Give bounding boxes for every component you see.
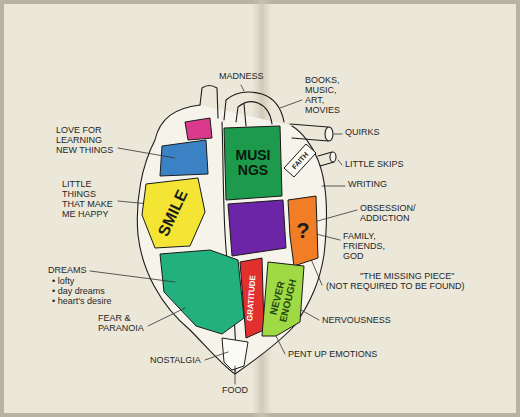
aortic-arch-inner bbox=[236, 102, 272, 124]
callout-label: LOVE FOR LEARNING NEW THINGS bbox=[56, 126, 118, 156]
callout-anchor: QUIRKS bbox=[345, 128, 380, 138]
aortic-arch bbox=[224, 92, 284, 122]
callout-label: DREAMS bbox=[48, 266, 87, 276]
leader-line bbox=[148, 308, 185, 326]
callout-label: NERVOUSNESS bbox=[322, 316, 391, 326]
callout-anchor: BOOKS, MUSIC, ART, MOVIES bbox=[305, 76, 351, 116]
callout-label: • heart's desire bbox=[52, 297, 111, 307]
heart-region: ? bbox=[288, 196, 318, 266]
leader-line bbox=[205, 352, 228, 360]
callout-anchor: FAMILY, FRIENDS, GOD bbox=[343, 232, 393, 262]
callout-anchor: DREAMS bbox=[48, 266, 87, 276]
region-fill bbox=[224, 126, 282, 200]
region-label: MUSINGS bbox=[236, 148, 271, 177]
callout-label: LITTLE SKIPS bbox=[345, 160, 404, 170]
callout-label: "THE MISSING PIECE" (NOT REQUIRED TO BE … bbox=[326, 272, 474, 292]
region-fill bbox=[262, 262, 304, 336]
callout-anchor: LITTLE SKIPS bbox=[345, 160, 404, 170]
callout-label: FEAR & PARANOIA bbox=[98, 314, 148, 334]
callout-anchor: NERVOUSNESS bbox=[322, 316, 391, 326]
vessel-opening bbox=[330, 152, 336, 162]
vena-cava bbox=[200, 86, 218, 119]
region-label: ? bbox=[296, 219, 309, 242]
leader-line bbox=[314, 210, 357, 222]
teal-region bbox=[160, 250, 244, 334]
leader-line bbox=[235, 366, 236, 384]
callout-anchor: WRITING bbox=[348, 180, 387, 190]
blue-region bbox=[160, 140, 208, 176]
callout-label: MADNESS bbox=[219, 72, 264, 82]
callout-label: PENT UP EMOTIONS bbox=[288, 350, 377, 360]
region-fill bbox=[142, 178, 205, 248]
callout-anchor: MADNESS bbox=[219, 72, 264, 82]
heart-outline bbox=[137, 105, 326, 374]
pink-region bbox=[185, 118, 212, 140]
callout-anchor: NOSTALGIA bbox=[150, 356, 201, 366]
heart-region: FAITH bbox=[284, 144, 316, 177]
leader-line bbox=[334, 134, 342, 135]
region-fill bbox=[240, 258, 264, 338]
heart-region: MUSINGS bbox=[224, 126, 282, 200]
vessel-line bbox=[244, 104, 246, 126]
callout-anchor: FOOD bbox=[222, 386, 248, 396]
callout-label: • lofty bbox=[52, 277, 74, 287]
callout-label: FAMILY, FRIENDS, GOD bbox=[343, 232, 393, 262]
leader-line bbox=[338, 160, 342, 165]
callout-label: • day dreams bbox=[52, 287, 105, 297]
callout-anchor: FEAR & PARANOIA bbox=[98, 314, 148, 334]
callout-label: QUIRKS bbox=[345, 128, 380, 138]
leader-line bbox=[90, 271, 175, 282]
region-fill bbox=[288, 196, 318, 266]
white-region bbox=[222, 338, 248, 370]
callout-anchor: OBSESSION/ ADDICTION bbox=[360, 204, 424, 224]
callout-label: WRITING bbox=[348, 180, 387, 190]
callout-anchor: • lofty bbox=[52, 277, 74, 287]
callout-anchor: • heart's desire bbox=[52, 297, 111, 307]
purple-region bbox=[228, 200, 286, 256]
callout-label: BOOKS, MUSIC, ART, MOVIES bbox=[305, 76, 351, 116]
leader-line bbox=[280, 100, 302, 108]
pulmonary-vessel bbox=[290, 124, 328, 141]
callout-label: OBSESSION/ ADDICTION bbox=[360, 204, 424, 224]
vessel-opening bbox=[325, 127, 333, 141]
heart-region: GRATITUDE bbox=[240, 258, 264, 338]
callout-label: NOSTALGIA bbox=[150, 356, 201, 366]
callout-label: LITTLE THINGS THAT MAKE ME HAPPY bbox=[62, 180, 118, 220]
callout-anchor: "THE MISSING PIECE" (NOT REQUIRED TO BE … bbox=[326, 272, 474, 292]
region-fill bbox=[284, 144, 316, 177]
leader-line bbox=[241, 85, 244, 91]
leader-line bbox=[118, 148, 175, 158]
callout-anchor: • day dreams bbox=[52, 287, 105, 297]
heart-region: NEVER ENOUGH bbox=[262, 262, 304, 336]
callout-anchor: LOVE FOR LEARNING NEW THINGS bbox=[56, 126, 118, 156]
heart-region: SMILE bbox=[142, 178, 205, 248]
callout-label: FOOD bbox=[222, 386, 248, 396]
callout-anchor: LITTLE THINGS THAT MAKE ME HAPPY bbox=[62, 180, 118, 220]
callout-anchor: PENT UP EMOTIONS bbox=[288, 350, 377, 360]
leader-line bbox=[322, 186, 345, 187]
